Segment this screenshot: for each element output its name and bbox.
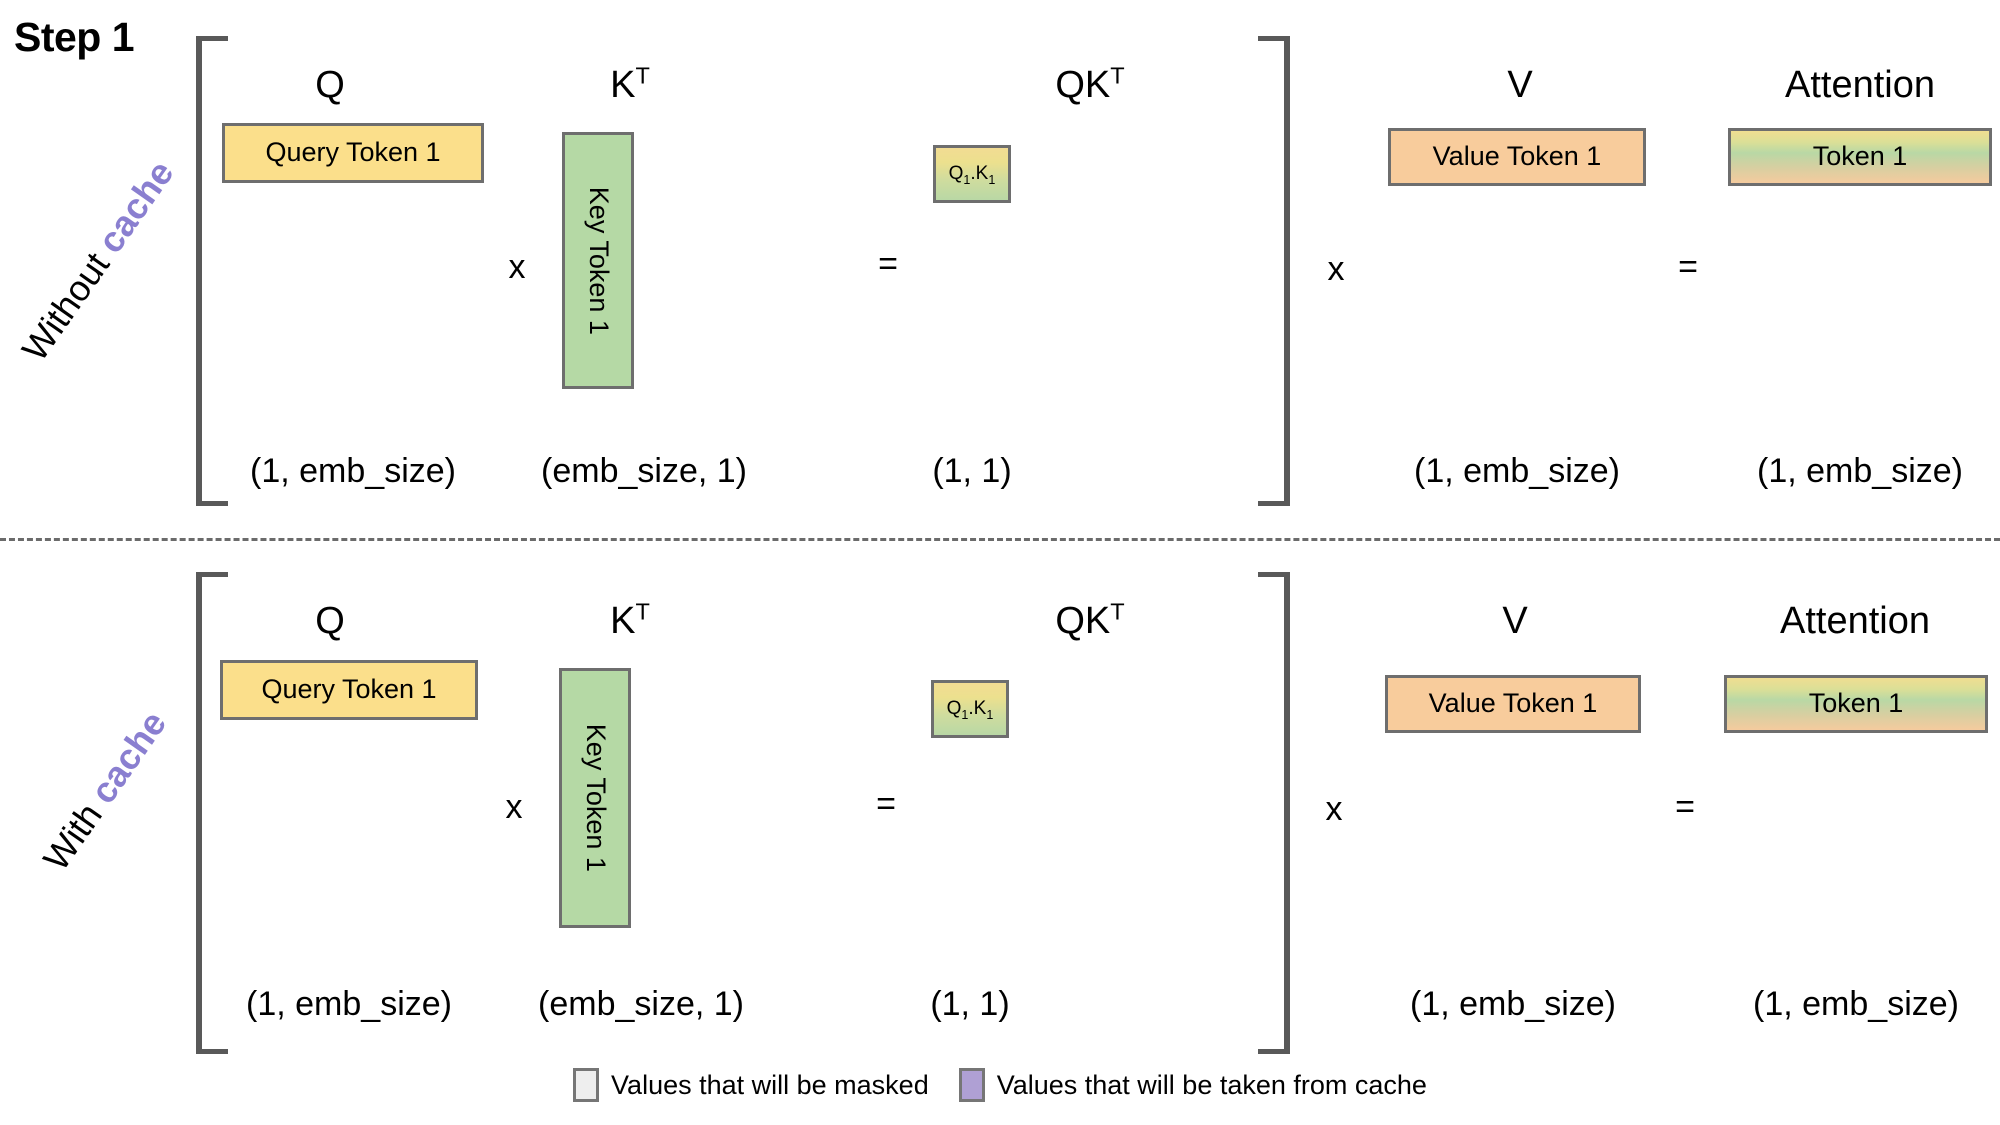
dim-label-attention: (1, emb_size) — [1753, 985, 1959, 1023]
matrix-box-attention-label: Token 1 — [1808, 688, 1904, 719]
column-header-kt-sup: T — [635, 598, 650, 625]
legend-label-cached: Values that will be taken from cache — [996, 1069, 1427, 1100]
page-title: Step 1 — [14, 14, 135, 60]
bracket-right — [1258, 36, 1290, 506]
column-header-qkt-sup: T — [1110, 598, 1125, 625]
column-header-q: Q — [200, 600, 460, 643]
section-divider — [0, 538, 2000, 541]
operator-equals-2: = — [1675, 788, 1695, 826]
matrix-box-query[interactable]: Query Token 1 — [220, 660, 478, 720]
operator-multiply-1: x — [505, 788, 523, 826]
column-header-kt-text: K — [610, 64, 636, 106]
matrix-box-value-label: Value Token 1 — [1428, 688, 1598, 719]
matrix-box-key[interactable]: Key Token 1 — [562, 132, 634, 389]
column-header-kt-text: K — [610, 600, 636, 642]
dim-label-qkt: (1, 1) — [932, 452, 1012, 490]
column-header-q-text: Q — [315, 600, 345, 642]
operator-equals-2: = — [1678, 248, 1698, 286]
matrix-box-key[interactable]: Key Token 1 — [559, 668, 631, 928]
matrix-box-value[interactable]: Value Token 1 — [1388, 128, 1646, 186]
matrix-box-qkt[interactable]: Q1.K1 — [933, 145, 1011, 203]
column-header-v: V — [1385, 600, 1645, 643]
operator-multiply-1: x — [508, 248, 526, 286]
legend-label-masked: Values that will be masked — [611, 1069, 929, 1100]
matrix-box-value-label: Value Token 1 — [1432, 141, 1602, 172]
legend-swatch-cached-icon — [958, 1068, 985, 1102]
column-header-kt: KT — [570, 64, 690, 107]
legend-item-cached: Values that will be taken from cache — [958, 1068, 1427, 1102]
legend-item-masked: Values that will be masked — [573, 1068, 929, 1102]
bracket-left — [196, 572, 228, 1054]
operator-equals-1: = — [876, 785, 896, 823]
matrix-box-key-label: Key Token 1 — [580, 723, 611, 873]
matrix-box-value[interactable]: Value Token 1 — [1385, 675, 1641, 733]
column-header-v-text: V — [1507, 64, 1533, 106]
dim-label-v: (1, emb_size) — [1414, 452, 1620, 490]
column-header-attention: Attention — [1720, 64, 2000, 107]
matrix-box-qkt[interactable]: Q1.K1 — [931, 680, 1009, 738]
dim-label-qkt: (1, 1) — [930, 985, 1010, 1023]
section-without-cache: Without cache Q KT QKT V Attention Query… — [0, 0, 2000, 520]
column-header-q: Q — [200, 64, 460, 107]
dim-label-kt: (emb_size, 1) — [541, 452, 747, 490]
section-with-cache: With cache Q KT QKT V Attention Query To… — [2, 572, 1995, 1054]
legend: Values that will be masked Values that w… — [0, 1068, 2000, 1102]
column-header-qkt-text: QK — [1055, 600, 1111, 642]
dim-label-attention: (1, emb_size) — [1757, 452, 1963, 490]
matrix-box-attention[interactable]: Token 1 — [1724, 675, 1988, 733]
matrix-box-qkt-label: Q1.K1 — [946, 697, 994, 722]
bracket-right — [1258, 572, 1290, 1054]
column-header-qkt: QKT — [1010, 600, 1170, 643]
matrix-box-query[interactable]: Query Token 1 — [222, 123, 484, 183]
column-header-kt-sup: T — [635, 62, 650, 89]
row-label-accent: cache — [82, 703, 175, 811]
dim-label-q: (1, emb_size) — [246, 985, 452, 1023]
column-header-attention-text: Attention — [1785, 64, 1935, 106]
column-header-v-text: V — [1502, 600, 1528, 642]
matrix-box-qkt-label: Q1.K1 — [948, 162, 996, 187]
column-header-kt: KT — [570, 600, 690, 643]
bracket-left — [196, 36, 228, 506]
matrix-box-query-label: Query Token 1 — [261, 674, 437, 705]
matrix-box-attention-label: Token 1 — [1812, 141, 1908, 172]
matrix-box-query-label: Query Token 1 — [265, 137, 441, 168]
dim-label-q: (1, emb_size) — [250, 452, 456, 490]
column-header-attention: Attention — [1715, 600, 1995, 643]
column-header-attention-text: Attention — [1780, 600, 1930, 642]
legend-swatch-masked-icon — [573, 1068, 600, 1102]
dim-label-kt: (emb_size, 1) — [538, 985, 744, 1023]
dim-label-v: (1, emb_size) — [1410, 985, 1616, 1023]
column-header-qkt-text: QK — [1055, 64, 1111, 106]
operator-multiply-2: x — [1325, 790, 1343, 828]
column-header-qkt: QKT — [1010, 64, 1170, 107]
operator-equals-1: = — [878, 245, 898, 283]
column-header-v: V — [1390, 64, 1650, 107]
matrix-box-attention[interactable]: Token 1 — [1728, 128, 1992, 186]
column-header-q-text: Q — [315, 64, 345, 106]
operator-multiply-2: x — [1327, 250, 1345, 288]
row-label-with-cache: With cache — [2, 656, 208, 926]
column-header-qkt-sup: T — [1110, 62, 1125, 89]
